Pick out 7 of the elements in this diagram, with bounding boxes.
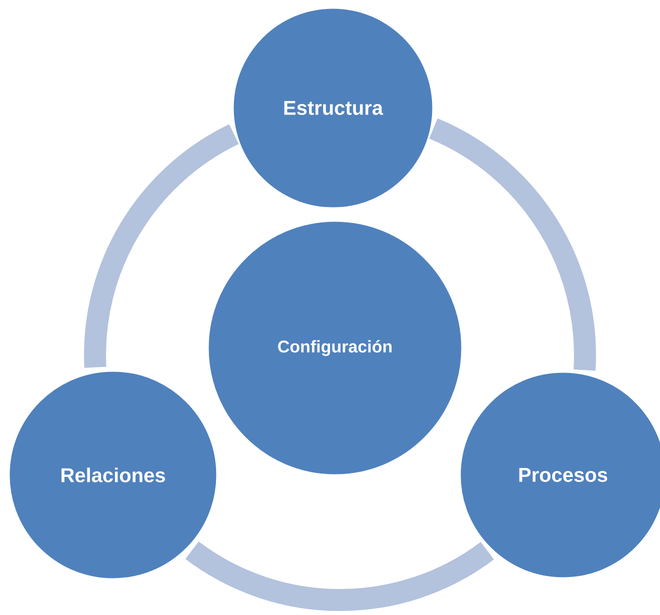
circle-node: Relaciones xyxy=(8,370,218,580)
ring-arc xyxy=(186,541,494,611)
ring-arc xyxy=(84,124,240,368)
circle-node: Procesos xyxy=(459,371,660,579)
ring-arc xyxy=(428,118,596,370)
circle-node: Estructura xyxy=(232,7,434,209)
circle-node: Configuración xyxy=(207,220,463,476)
